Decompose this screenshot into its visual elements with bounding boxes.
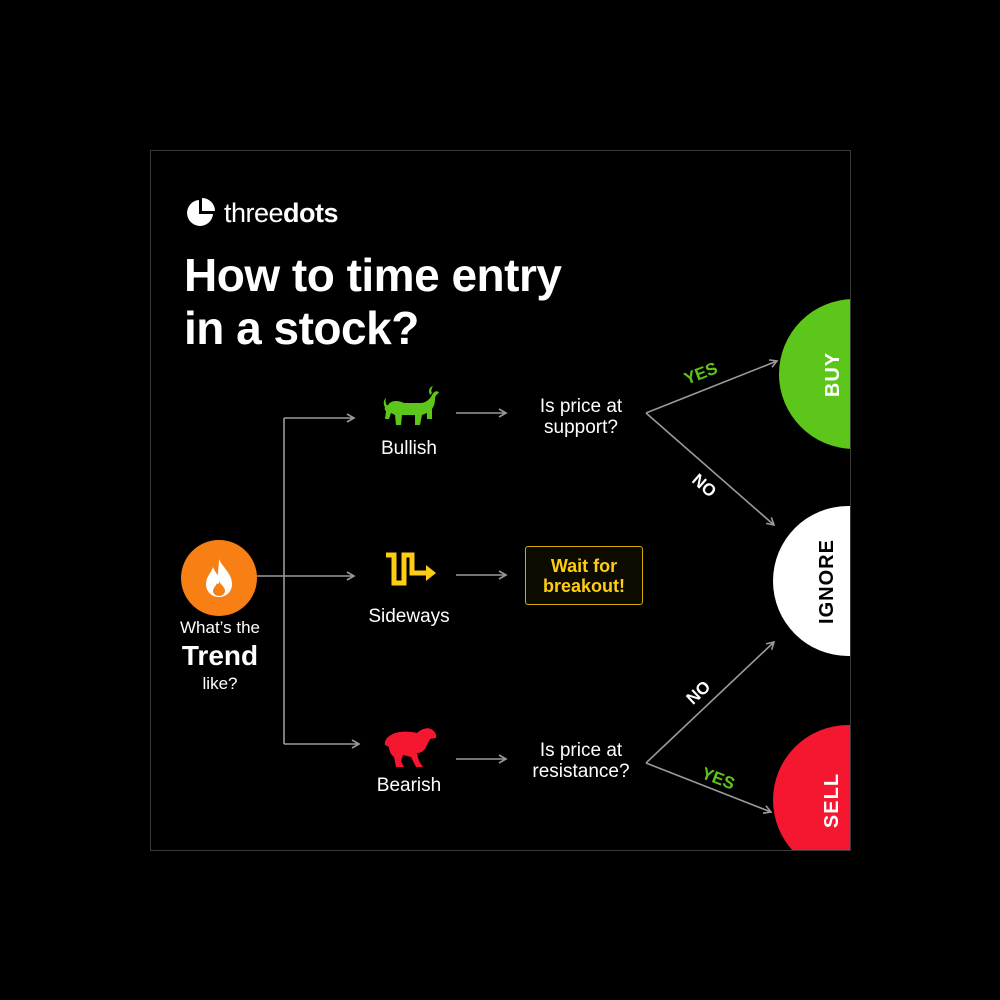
title-line-1: How to time entry (184, 249, 562, 301)
trend-label-pre: What’s the (179, 618, 260, 637)
trend-label-word: Trend (181, 640, 259, 671)
bearish-label: Bearish (376, 775, 442, 796)
flame-icon (206, 559, 232, 597)
page-title: How to time entry in a stock? (184, 249, 562, 355)
zigzag-arrow-icon (386, 552, 436, 586)
arrow-bear-no (645, 640, 776, 764)
support-question-line-2: support? (544, 417, 618, 438)
bullish-label: Bullish (381, 438, 437, 459)
resistance-question-line-2: resistance? (532, 761, 630, 782)
sideways-label: Sideways (368, 606, 450, 627)
wait-line-1: Wait for (550, 555, 618, 576)
pie-logo-icon (187, 198, 215, 226)
buy-label: BUY (822, 351, 845, 397)
trend-node (181, 540, 257, 616)
wait-for-breakout-box: Wait for breakout! (525, 546, 643, 605)
arrow-bear-yes (645, 762, 773, 814)
support-question-line-1: Is price at (539, 396, 623, 417)
sell-label: SELL (821, 772, 844, 828)
infographic-card: threedots How to time entry in a stock? … (150, 150, 851, 851)
ignore-label: IGNORE (815, 538, 838, 624)
trend-label: What’s the Trend like? (165, 617, 275, 695)
title-line-2: in a stock? (184, 302, 419, 354)
brand-logo: threedots (184, 197, 339, 229)
flow-connectors (257, 359, 779, 814)
resistance-question: Is price at resistance? (516, 740, 646, 782)
brand-name: threedots (224, 197, 339, 228)
resistance-question-line-1: Is price at (539, 740, 623, 761)
bull-icon (383, 386, 439, 425)
wait-line-2: breakout! (542, 575, 625, 596)
arrow-bull-yes (645, 359, 779, 414)
bear-icon (384, 728, 437, 767)
trend-label-post: like? (202, 674, 238, 693)
arrow-bull-no (645, 412, 776, 527)
support-question: Is price at support? (521, 396, 641, 438)
